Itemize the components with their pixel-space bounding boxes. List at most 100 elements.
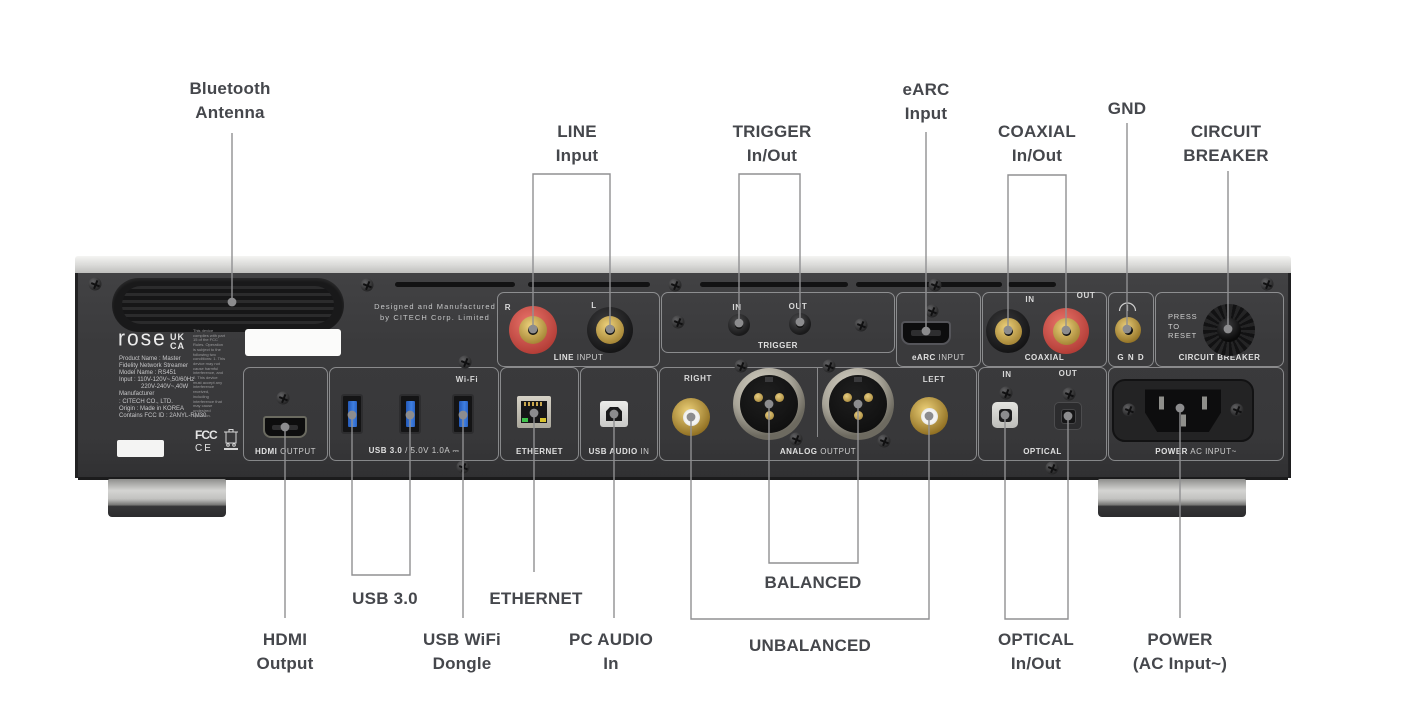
screw-icon [458, 355, 472, 369]
weee-bin-icon [224, 429, 238, 450]
reg-line: Manufacturer [119, 391, 155, 398]
press-to-reset-text: PRESS TO RESET [1168, 312, 1197, 341]
callout-balanced: BALANCED [765, 571, 862, 595]
section-label-usb: USB 3.0 / 5.0V 1.0A ⎓ [368, 446, 460, 455]
callout-pc-audio-in: PC AUDIO In [569, 628, 653, 676]
optical-out-label: OUT [1058, 369, 1078, 378]
toslink-in-shutter [998, 408, 1012, 422]
designed-by-text: Designed and Manufactured by CITECH Corp… [374, 301, 496, 323]
callout-text: POWER [1147, 630, 1213, 649]
coaxial-out-label: OUT [1076, 291, 1096, 300]
ce-mark: CE [195, 443, 213, 454]
section-gnd: G N D [1108, 292, 1154, 367]
callout-usb3: USB 3.0 [352, 587, 418, 611]
designed-by-line1: Designed and Manufactured [374, 302, 496, 311]
callout-text: In/Out [1010, 654, 1062, 673]
ethernet-led-yellow [540, 418, 546, 422]
callout-text: Antenna [195, 103, 265, 122]
earc-hdmi-slot [911, 330, 941, 336]
xlr-port-2 [822, 368, 894, 440]
callout-power: POWER (AC Input~) [1133, 628, 1227, 676]
usb-b-port [600, 401, 628, 427]
callout-text: BALANCED [764, 573, 862, 592]
screw-icon [822, 359, 836, 373]
reg-line: Product Name : Master [119, 356, 181, 362]
screw-icon [1260, 277, 1274, 291]
usb-port-3 [452, 394, 474, 434]
press-line: PRESS [1168, 312, 1198, 321]
trigger-in-jack [728, 314, 750, 336]
section-label-hdmi-output: HDMI OUTPUT [254, 447, 317, 456]
callout-coaxial: COAXIAL In/Out [998, 120, 1076, 168]
section-circuit-breaker: CIRCUIT BREAKER [1155, 292, 1284, 367]
device-foot-right [1098, 479, 1246, 517]
section-earc: eARC INPUT [896, 292, 981, 367]
toslink-out-port [1054, 402, 1082, 430]
usb-port-2 [399, 394, 421, 434]
section-label-circuit-breaker: CIRCUIT BREAKER [1178, 353, 1261, 362]
callout-circuit-breaker: CIRCUIT BREAKER [1183, 120, 1268, 168]
screw-icon [925, 304, 939, 318]
screw-icon [456, 460, 470, 474]
screw-icon [789, 432, 803, 446]
screw-icon [854, 318, 868, 332]
vent-slot [528, 282, 650, 287]
section-label-power: POWER AC INPUT~ [1155, 447, 1237, 456]
callout-text: COAXIAL [998, 122, 1076, 141]
screw-icon [877, 434, 891, 448]
reg-line: 220V-240V~,40W [141, 384, 189, 391]
callout-text: ETHERNET [489, 589, 583, 608]
ukca-ca: CA [170, 341, 185, 351]
callout-line-input: LINE Input [556, 120, 599, 168]
callout-text: In/Out [1011, 146, 1063, 165]
screw-icon [1230, 403, 1244, 417]
line-input-l-jack [587, 307, 633, 353]
unbalanced-left-rca [910, 397, 948, 435]
callout-text: Input [555, 146, 599, 165]
blank-label-sticker-small [117, 440, 164, 457]
reg-line: Origin : Made in KOREA [119, 405, 185, 412]
screw-icon [928, 278, 942, 292]
hdmi-slot [272, 424, 298, 430]
trigger-out-jack [789, 313, 811, 335]
line-input-r-jack [509, 306, 557, 354]
trigger-in-label: IN [732, 303, 742, 312]
section-usb-audio: USB AUDIO IN [580, 367, 658, 461]
callout-text: Output [256, 654, 314, 673]
iec-socket [1145, 389, 1221, 432]
coaxial-in-rca [986, 309, 1030, 353]
analog-right-label: RIGHT [684, 374, 712, 383]
chassis-top-strip [75, 256, 1291, 274]
callout-optical: OPTICAL In/Out [998, 628, 1074, 676]
screw-icon [1122, 403, 1136, 417]
device-foot-left [108, 479, 226, 517]
callout-text: In [603, 654, 619, 673]
ethernet-led-green [522, 418, 528, 422]
rose-logo: rose [118, 326, 167, 351]
reg-line: : CITECH CO., LTD. [119, 398, 173, 405]
line-r-label: R [504, 303, 512, 312]
fcc-mark: FCC [195, 428, 218, 442]
bluetooth-antenna-recess [112, 278, 344, 332]
unbalanced-right-rca [672, 398, 710, 436]
callout-text: UNBALANCED [749, 636, 871, 655]
section-label-earc: eARC INPUT [911, 353, 965, 362]
circuit-breaker-button [1203, 304, 1255, 356]
callout-text: USB 3.0 [352, 589, 418, 608]
ethernet-port [517, 396, 551, 428]
screw-icon [668, 278, 682, 292]
vent-slot [1008, 282, 1056, 287]
analog-left-label: LEFT [922, 375, 946, 384]
coaxial-out-rca [1043, 308, 1089, 354]
wifi-label: Wi-Fi [455, 375, 479, 384]
section-label-trigger: TRIGGER [758, 341, 798, 350]
callout-text: LINE [557, 122, 597, 141]
chassis-left-edge [75, 273, 80, 478]
xlr-port-1 [733, 368, 805, 440]
gnd-post [1115, 317, 1141, 343]
analog-divider [817, 368, 818, 437]
vent-slot [395, 282, 515, 287]
callout-gnd: GND [1108, 97, 1146, 121]
section-power: POWER AC INPUT~ [1108, 367, 1284, 461]
coaxial-in-label: IN [1025, 295, 1035, 304]
